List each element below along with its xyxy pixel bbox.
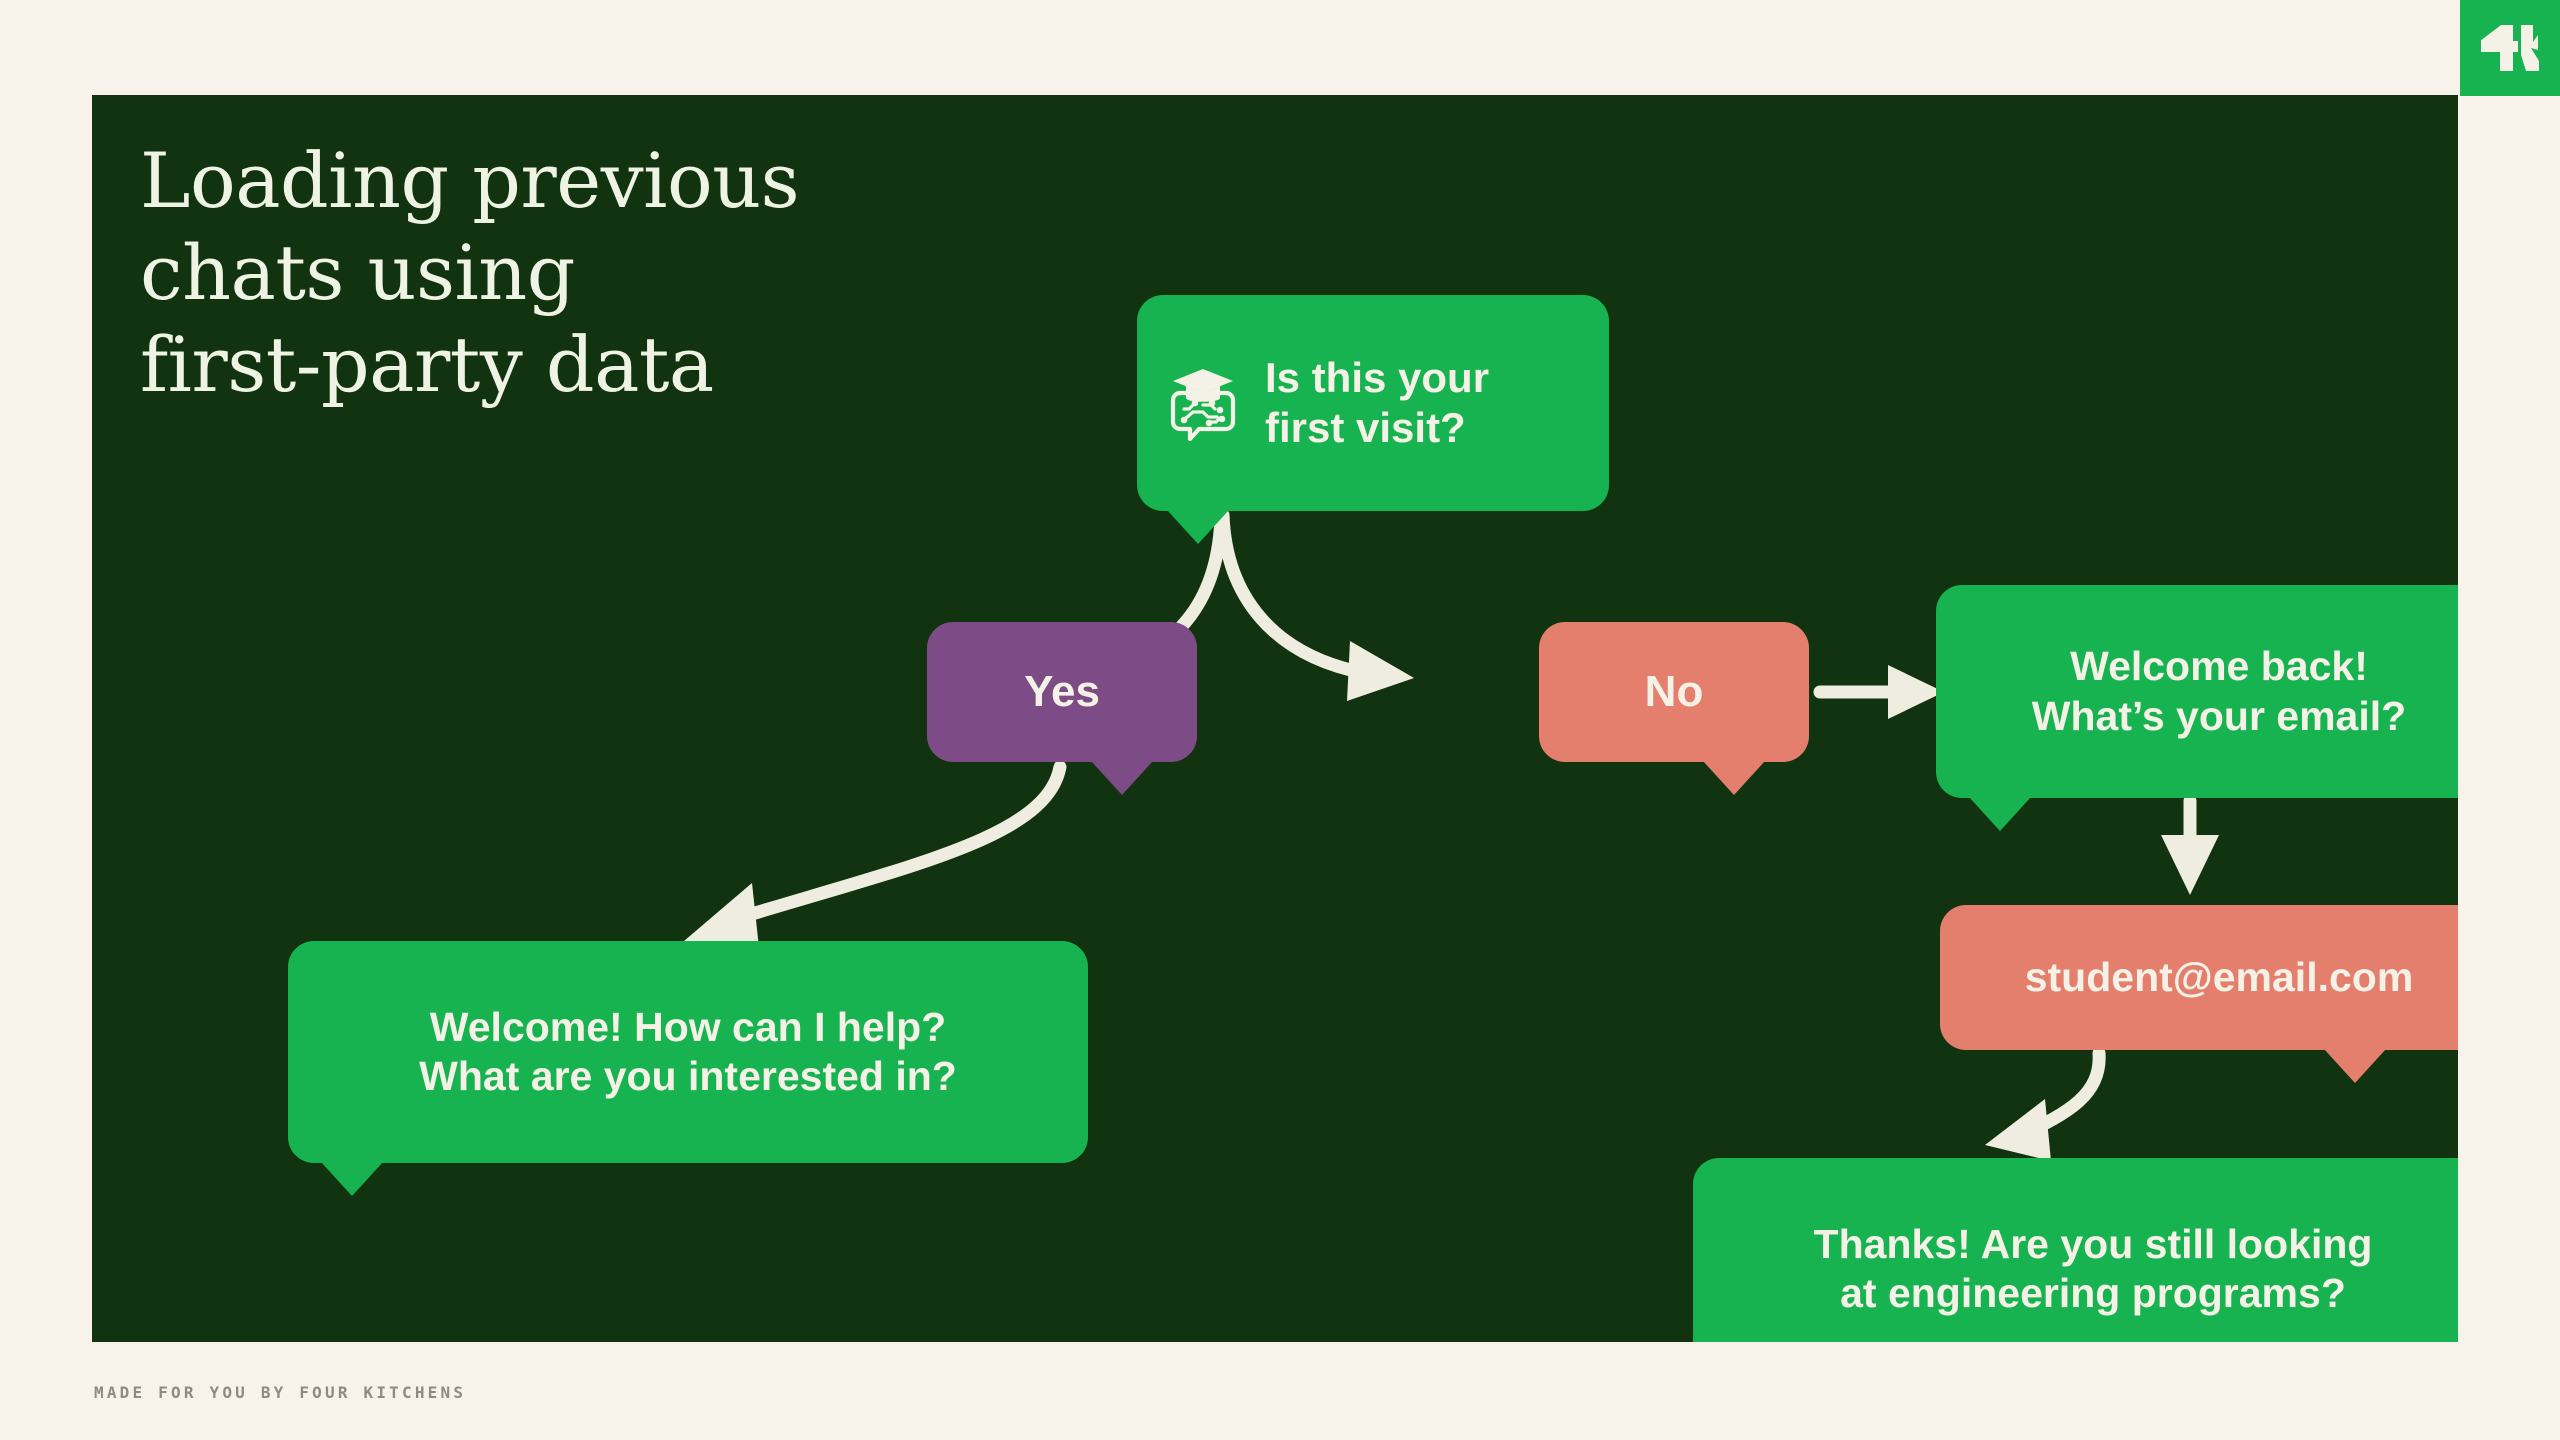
chat-bubble-welcome-back[interactable]: Welcome back! What’s your email?: [1936, 585, 2458, 831]
choice-button-no[interactable]: No: [1539, 622, 1809, 795]
page-title: Loading previous chats using first-party…: [140, 136, 800, 409]
four-kitchens-logo: [2460, 0, 2560, 96]
choice-button-yes-label: Yes: [1024, 666, 1100, 716]
chat-bubble-welcome[interactable]: Welcome! How can I help? What are you in…: [288, 941, 1088, 1196]
content-panel: Loading previous chats using first-party…: [92, 95, 2458, 1342]
edge-no-to-welcome-back: [1813, 665, 1944, 719]
bubble-tail: [1167, 510, 1229, 544]
edge-email-to-thanks: [1985, 1046, 2106, 1161]
choice-button-no-label: No: [1644, 666, 1704, 716]
bubble-tail: [1703, 761, 1765, 795]
edge-yes-to-welcome: [684, 760, 1067, 957]
four-kitchens-4k-logo-icon: [2481, 25, 2539, 71]
bubble-tail: [321, 1162, 383, 1196]
chat-bubble-welcome-back-text: Welcome back! What’s your email?: [2031, 643, 2407, 739]
ai-graduation-chat-icon: [1165, 365, 1241, 441]
chat-bubble-thanks[interactable]: Thanks! Are you still looking at enginee…: [1693, 1158, 2458, 1342]
choice-button-yes[interactable]: Yes: [927, 622, 1197, 795]
footer-credit: Made for you by Four Kitchens: [94, 1383, 467, 1402]
chat-bubble-user-email-text: student@email.com: [2024, 953, 2414, 1000]
chat-bubble-first-visit[interactable]: Is this your first visit?: [1137, 295, 1609, 544]
chat-bubble-user-email[interactable]: student@email.com: [1940, 905, 2458, 1083]
chat-bubble-welcome-text: Welcome! How can I help? What are you in…: [419, 1003, 957, 1099]
chat-bubble-first-visit-text: Is this your first visit?: [1265, 353, 1490, 451]
chat-bubble-thanks-text: Thanks! Are you still looking at enginee…: [1813, 1220, 2373, 1316]
bubble-tail: [2324, 1049, 2386, 1083]
edge-welcome-back-to-email: [2161, 794, 2219, 895]
bubble-tail: [1091, 761, 1153, 795]
bubble-tail: [1969, 797, 2031, 831]
edge-first-visit-to-no: [1216, 508, 1414, 701]
